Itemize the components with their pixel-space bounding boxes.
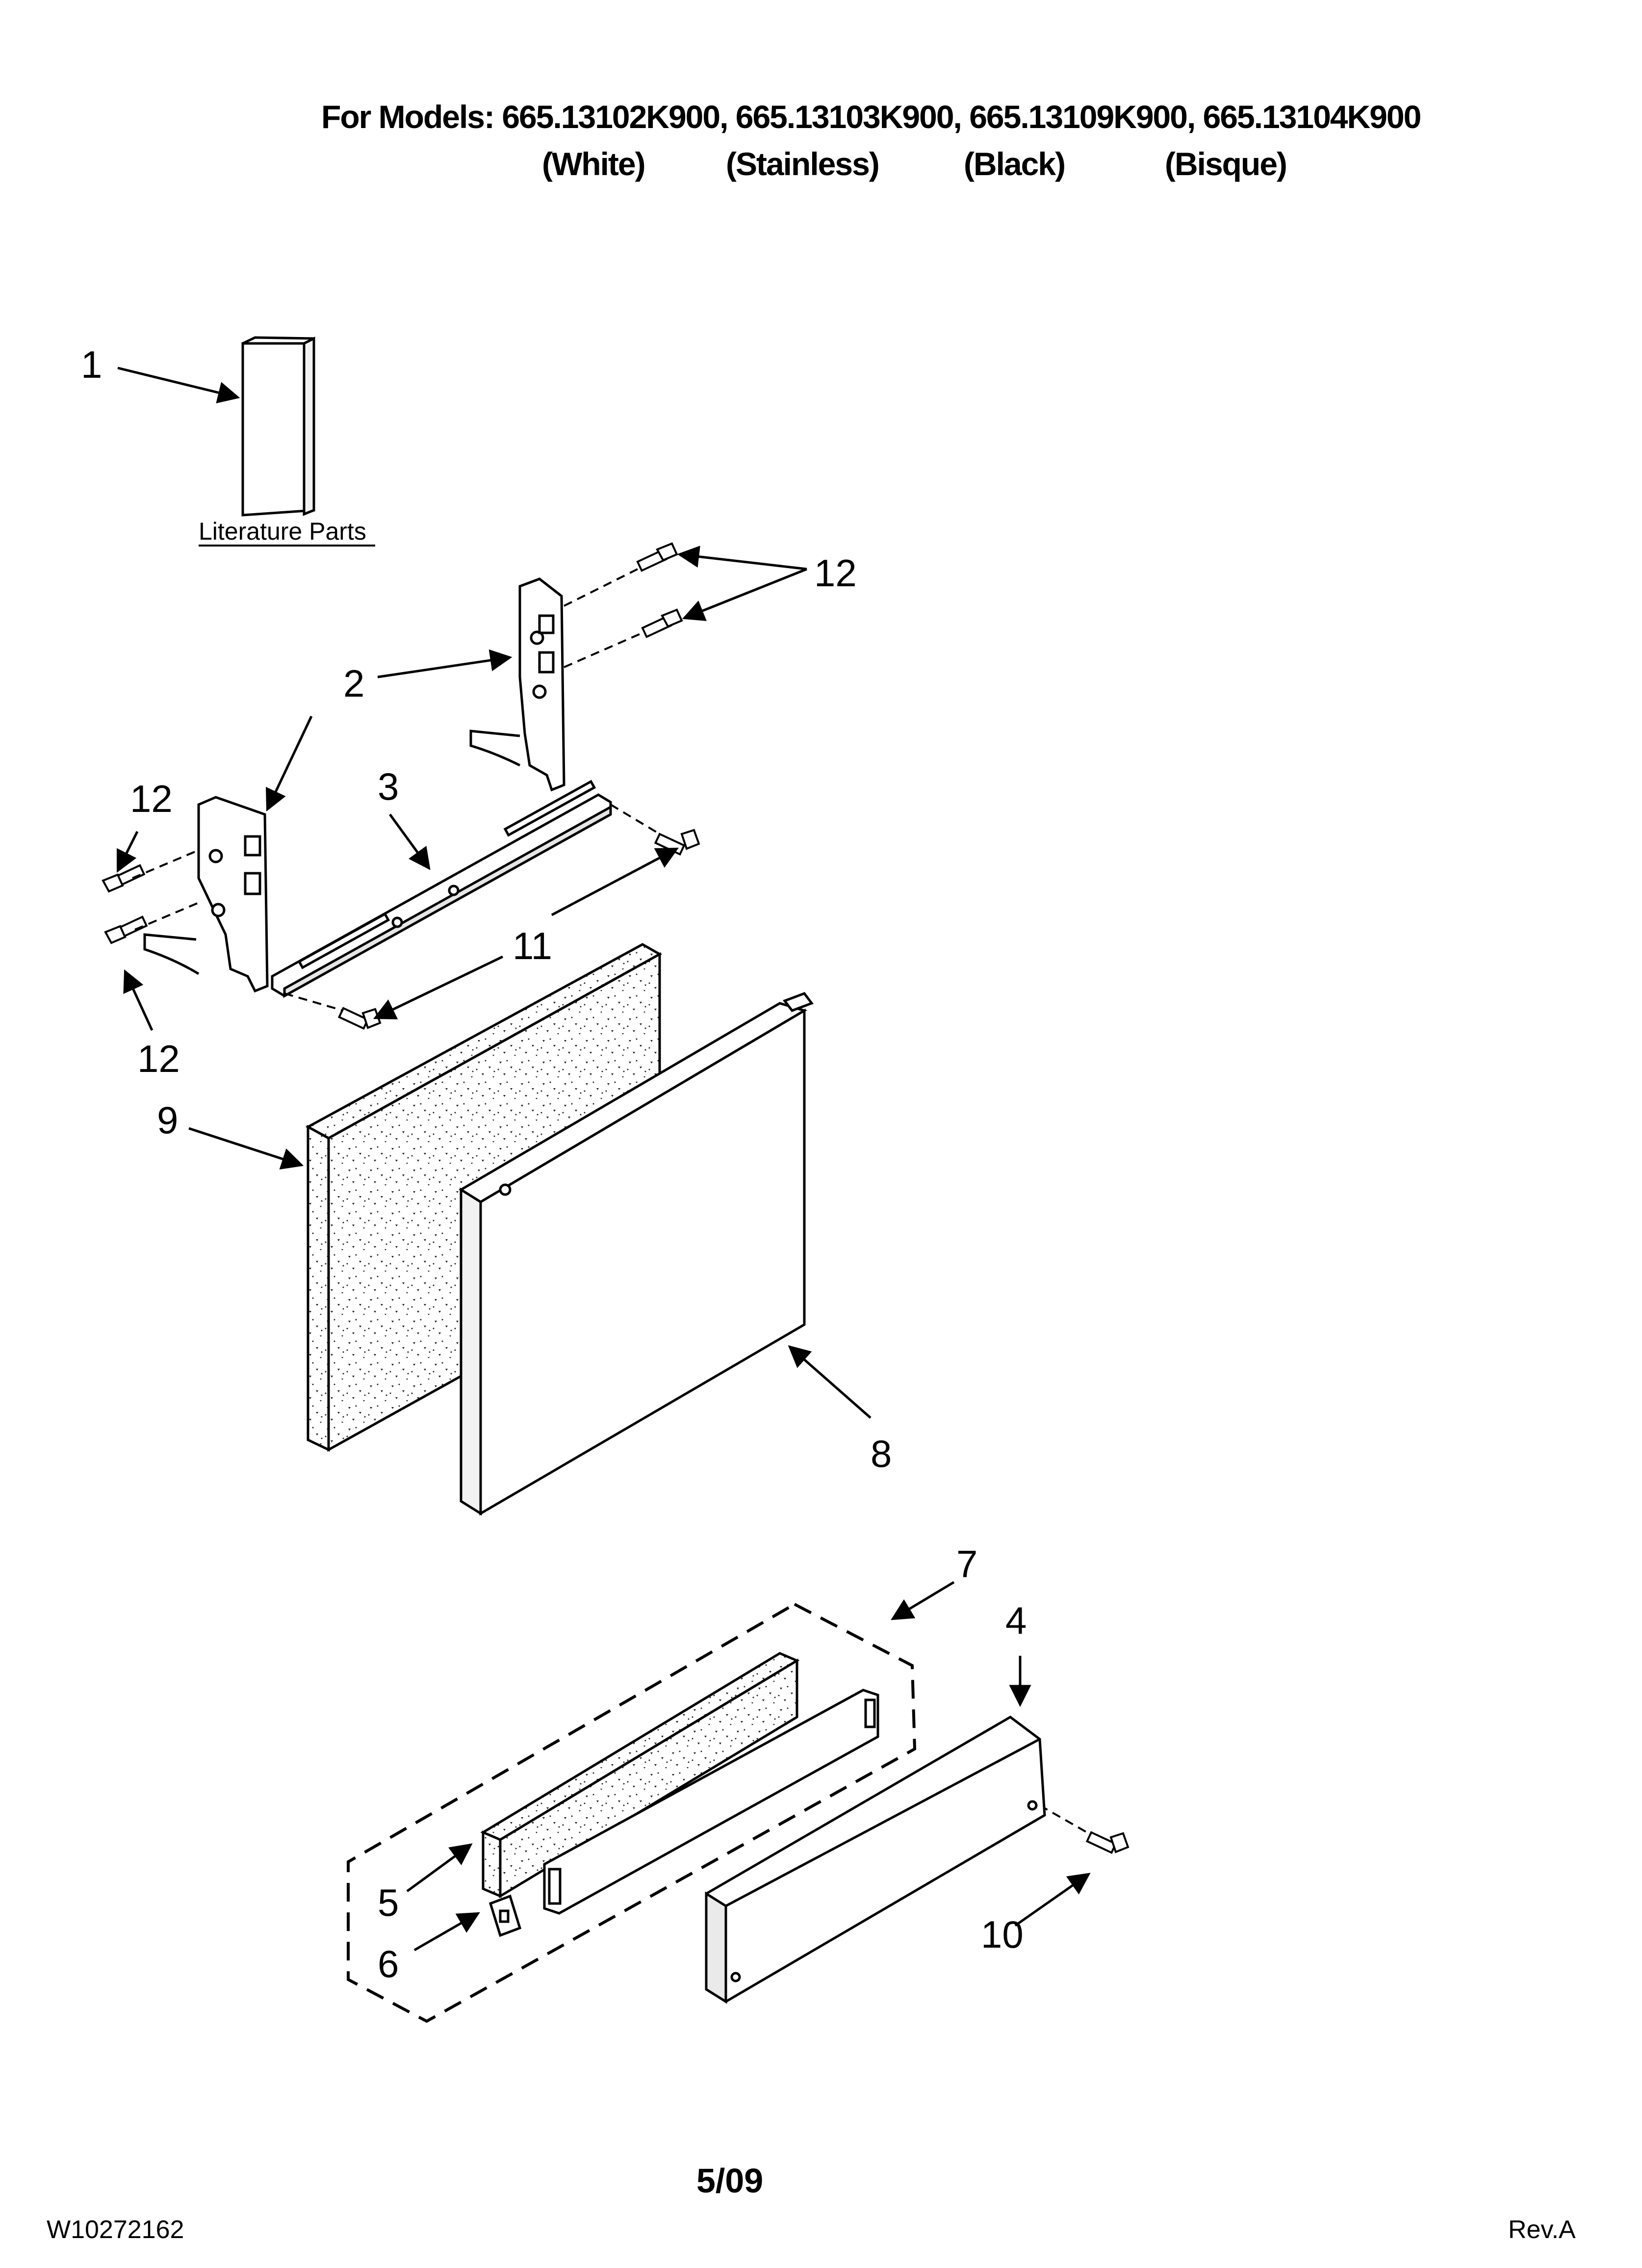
callout-10: 10 [981,1913,1024,1956]
callout-3: 3 [378,765,399,808]
callout-1: 1 [81,343,102,386]
callout-12-left: 12 [130,777,173,820]
toe-panel [705,1716,1046,2004]
toe-foam-strip [480,1652,800,1899]
screw-12-top-b [641,608,683,638]
document-number: W10272162 [47,2216,184,2244]
literature-booklet [241,336,315,517]
screw-10 [1085,1831,1129,1854]
hinge-bracket-left [143,796,269,993]
callout-12-top: 12 [814,551,857,595]
revision-label: Rev.A [1508,2216,1576,2244]
callout-11: 11 [513,924,552,967]
rail-bracket [271,780,612,998]
callout-7: 7 [956,1542,977,1586]
callout-9: 9 [157,1098,178,1142]
callout-12-bottom: 12 [137,1037,180,1080]
screws [102,542,1129,1854]
models-line: For Models: 665.13102K900, 665.13103K900… [321,99,1421,135]
leader-lines [116,366,1091,1952]
screw-12-left-a [102,864,146,893]
screw-12-top-a [636,542,678,572]
screw-11-right [654,829,700,856]
toe-inner-bracket [543,1689,879,1915]
access-panel [459,992,814,1516]
screw-guide-lines [132,568,1092,1836]
callout-4: 4 [1005,1599,1026,1642]
screw-11-lower [337,1007,382,1030]
callout-2: 2 [343,662,364,705]
screw-12-left-b [104,915,148,944]
variant-bisque: (Bisque) [1165,146,1287,182]
literature-parts-label: Literature Parts [199,518,366,545]
variant-black: (Black) [964,146,1066,182]
kit-boundary [347,1602,917,2023]
clip [488,1894,522,1937]
hinge-bracket-right [469,577,565,792]
variant-white: (White) [542,146,646,182]
variant-stainless: (Stainless) [726,146,880,182]
callout-6: 6 [378,1942,399,1985]
callout-5: 5 [378,1881,399,1924]
callout-8: 8 [871,1432,892,1475]
page-number: 5/09 [696,2162,764,2200]
